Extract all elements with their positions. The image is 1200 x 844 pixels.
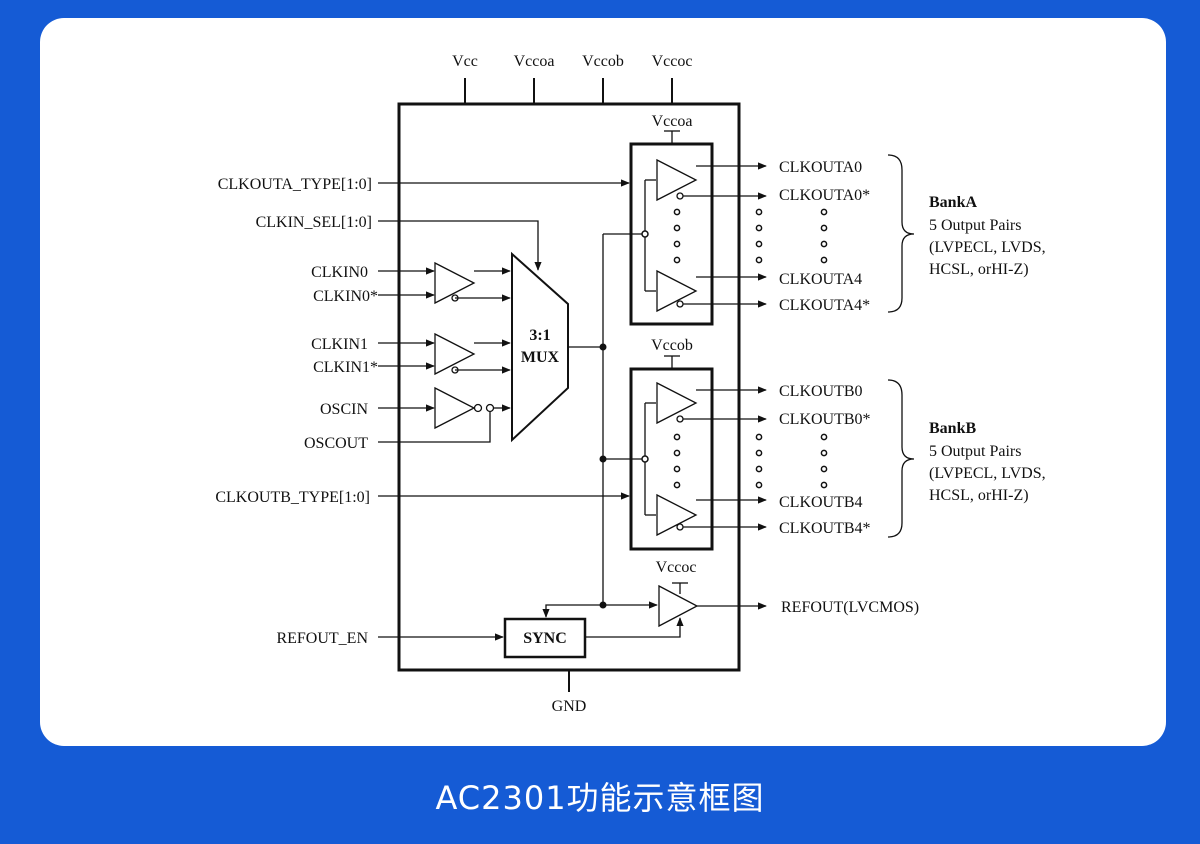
- clkin0-label: CLKIN0: [311, 264, 368, 281]
- vccob-label: Vccob: [582, 53, 624, 70]
- bank-b-output-labels: CLKOUTB0 CLKOUTB0* CLKOUTB4 CLKOUTB4*: [779, 383, 871, 537]
- bank-b-buffer-4: [656, 493, 698, 537]
- clkouta-type-label: CLKOUTA_TYPE[1:0]: [218, 176, 372, 193]
- osc-buffer: [434, 386, 495, 430]
- clkin0-buffer: [434, 261, 476, 305]
- bank-b-name: BankB: [929, 420, 976, 437]
- refout-en-label: REFOUT_EN: [276, 630, 368, 647]
- sync-label: SYNC: [523, 630, 567, 647]
- bank-a-name: BankA: [929, 194, 977, 211]
- vccoc-label: Vccoc: [652, 53, 693, 70]
- bank-a-supply-label: Vccoa: [652, 113, 693, 130]
- clkin1n-label: CLKIN1*: [313, 359, 378, 376]
- sync-block: [503, 617, 587, 659]
- mux: [511, 251, 569, 443]
- ref-supply-label: Vccoc: [656, 559, 697, 576]
- clkoutb-type-label: CLKOUTB_TYPE[1:0]: [215, 489, 370, 506]
- bank-b-desc-2: (LVPECL, LVDS,: [929, 465, 1046, 482]
- clkoutb0n-label: CLKOUTB0*: [779, 411, 871, 428]
- bank-b-buffer-0: [656, 381, 698, 425]
- bank-a-desc-2: (LVPECL, LVDS,: [929, 239, 1046, 256]
- bank-b-supply-label: Vccob: [651, 337, 693, 354]
- bank-a-desc-3: HCSL, orHI-Z): [929, 261, 1029, 278]
- mux-label-ratio: 3:1: [529, 327, 550, 344]
- bank-a-desc-1: 5 Output Pairs: [929, 217, 1021, 234]
- bank-a-dots: [673, 208, 828, 264]
- supply-pins: [464, 78, 673, 104]
- bank-a-buffer-0: [656, 158, 698, 202]
- oscout-label: OSCOUT: [304, 435, 368, 452]
- bank-a-output-labels: CLKOUTA0 CLKOUTA0* CLKOUTA4 CLKOUTA4*: [779, 159, 870, 314]
- diagram-card: Vcc Vccoa Vccob Vccoc Vccoa Vccob Vccoc …: [40, 18, 1166, 746]
- clkin0n-label: CLKIN0*: [313, 288, 378, 305]
- clkouta0n-label: CLKOUTA0*: [779, 187, 870, 204]
- clkoutb4-label: CLKOUTB4: [779, 494, 863, 511]
- clkouta0-label: CLKOUTA0: [779, 159, 862, 176]
- refout-buffer: [658, 582, 699, 628]
- clkin1-buffer: [434, 332, 476, 376]
- bank-b-desc-1: 5 Output Pairs: [929, 443, 1021, 460]
- bank-a-buffer-4: [656, 269, 698, 313]
- clkouta4-label: CLKOUTA4: [779, 271, 862, 288]
- clkin1-label: CLKIN1: [311, 336, 368, 353]
- vccoa-label: Vccoa: [514, 53, 555, 70]
- clkoutb4n-label: CLKOUTB4*: [779, 520, 871, 537]
- bank-b-brace: [887, 379, 915, 538]
- bank-a-note: BankA 5 Output Pairs (LVPECL, LVDS, HCSL…: [929, 194, 1046, 278]
- clkoutb0-label: CLKOUTB0: [779, 383, 863, 400]
- supply-labels: Vcc Vccoa Vccob Vccoc: [452, 53, 692, 70]
- bank-b-note: BankB 5 Output Pairs (LVPECL, LVDS, HCSL…: [929, 420, 1046, 504]
- refout-label: REFOUT(LVCMOS): [781, 599, 919, 616]
- clkin-sel-label: CLKIN_SEL[1:0]: [256, 214, 372, 231]
- page-caption: AC2301功能示意框图: [435, 779, 765, 817]
- mux-label-name: MUX: [521, 349, 560, 366]
- oscin-label: OSCIN: [320, 401, 368, 418]
- clkouta4n-label: CLKOUTA4*: [779, 297, 870, 314]
- vcc-label: Vcc: [452, 53, 478, 70]
- block-diagram: Vcc Vccoa Vccob Vccoc Vccoa Vccob Vccoc …: [215, 53, 1046, 715]
- bank-a-brace: [887, 154, 915, 313]
- gnd-label: GND: [552, 698, 587, 715]
- bank-b-desc-3: HCSL, orHI-Z): [929, 487, 1029, 504]
- input-labels: CLKOUTA_TYPE[1:0] CLKIN_SEL[1:0] CLKIN0 …: [215, 176, 378, 647]
- bank-b-dots: [673, 433, 828, 489]
